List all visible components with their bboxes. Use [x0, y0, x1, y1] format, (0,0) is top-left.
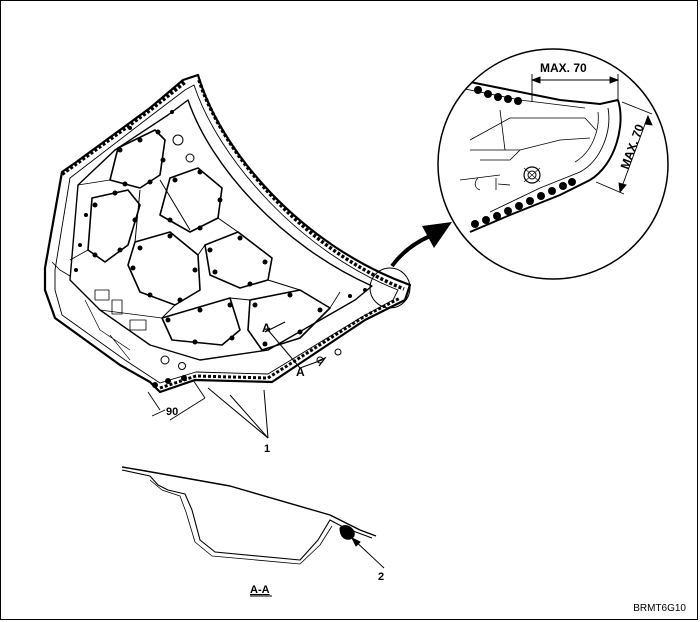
max-70-top-label: MAX. 70: [540, 61, 587, 75]
section-mark-a-upper: A: [262, 321, 271, 335]
section-cut-line: [264, 321, 327, 369]
callout-2-label: 2: [378, 571, 384, 583]
section-mark-a-lower: A: [296, 365, 305, 379]
detail-arrow-shaft: [390, 234, 431, 268]
figure-code: BRMT6G10: [633, 603, 686, 614]
section-view-title: A-A: [250, 584, 270, 596]
dimension-90: [147, 379, 206, 421]
adhesive-dots: [74, 110, 367, 388]
detail-arrow-head: [422, 222, 452, 248]
detail-marker-circle: [369, 267, 411, 309]
section-aa-profile: [121, 466, 385, 569]
hood-panel: [43, 73, 412, 394]
callout-1-leaders: [207, 387, 269, 439]
detail-magnified-view: MAX. 70 MAX. 70: [437, 48, 669, 280]
dimension-90-label: 90: [166, 406, 178, 418]
callout-1-label: 1: [264, 443, 270, 455]
